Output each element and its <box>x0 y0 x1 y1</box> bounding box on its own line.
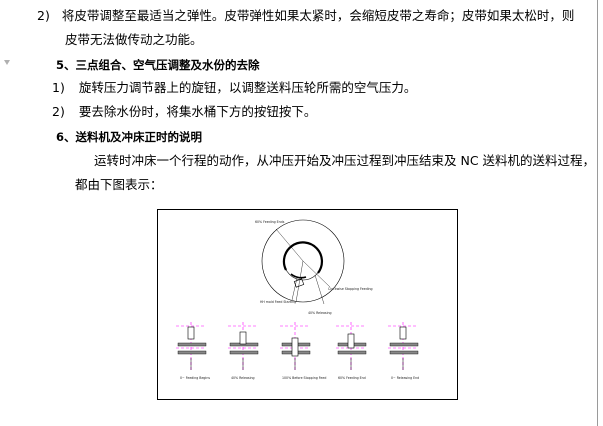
timing-diagram-svg: 60% Feeding Ends Clockwise Stopping Feed… <box>176 219 419 380</box>
item-2-continuation: 皮带无法做传动之功能。 <box>65 32 203 47</box>
step-4-diagram: 60% Feeding End <box>336 322 367 380</box>
section-5-item-2: 2) 要去除水份时，将集水桶下方的按钮按下。 <box>52 104 316 120</box>
section-5-heading: 5、三点组合、空气压调整及水份的去除 <box>56 58 260 72</box>
step-4-label: 60% Feeding End <box>338 376 366 380</box>
item-2: 2) 将皮带调整至最适当之弹性。皮带弹性如果太紧时，会缩短皮带之寿命；皮带如果太… <box>37 8 574 24</box>
step-5-diagram: 0~ Releasing End <box>388 322 419 380</box>
section-5-item-1-number: 1) <box>52 80 65 95</box>
page-edge-divider <box>597 0 598 426</box>
step-3-label: 100% Before Stopping Feed <box>282 376 326 380</box>
section-5-item-2-number: 2) <box>52 104 65 119</box>
item-2-number: 2) <box>37 8 50 23</box>
step-2-diagram: 40% Releasing <box>228 322 259 380</box>
step-3-diagram: 100% Before Stopping Feed <box>280 322 326 380</box>
section-6-line-2: 都由下图表示： <box>75 177 163 192</box>
item-2-text: 将皮带调整至最适当之弹性。皮带弹性如果太紧时，会缩短皮带之寿命；皮带如果太松时，… <box>61 8 575 23</box>
section-5-item-1: 1) 旋转压力调节器上的旋钮，以调整送料压轮所需的空气压力。 <box>52 80 416 96</box>
step-5-label: 0~ Releasing End <box>391 376 419 380</box>
outline-marker-icon <box>4 60 10 65</box>
timing-diagram: 60% Feeding Ends Clockwise Stopping Feed… <box>157 209 458 400</box>
label-stopping-feeding: Clockwise Stopping Feeding <box>328 287 373 291</box>
section-5-item-1-text: 旋转压力调节器上的旋钮，以调整送料压轮所需的空气压力。 <box>78 80 417 95</box>
timing-dial <box>261 219 345 305</box>
label-feeding-ends: 60% Feeding Ends <box>255 220 285 224</box>
label-releasing: 40% Releasing <box>308 311 332 315</box>
step-1-diagram: 0~ Feeding Begins <box>176 322 210 380</box>
step-2-label: 40% Releasing <box>231 376 255 380</box>
section-6-line-1: 运转时冲床一个行程的动作，从冲压开始及冲压过程到冲压结束及 NC 送料机的送料过… <box>94 153 596 168</box>
label-feed-starting: HH mold Feed Starting <box>260 300 296 304</box>
section-5-item-2-text: 要去除水份时，将集水桶下方的按钮按下。 <box>78 104 317 119</box>
section-6-heading: 6、送料机及冲床正时的说明 <box>56 130 203 144</box>
step-1-label: 0~ Feeding Begins <box>180 376 210 380</box>
